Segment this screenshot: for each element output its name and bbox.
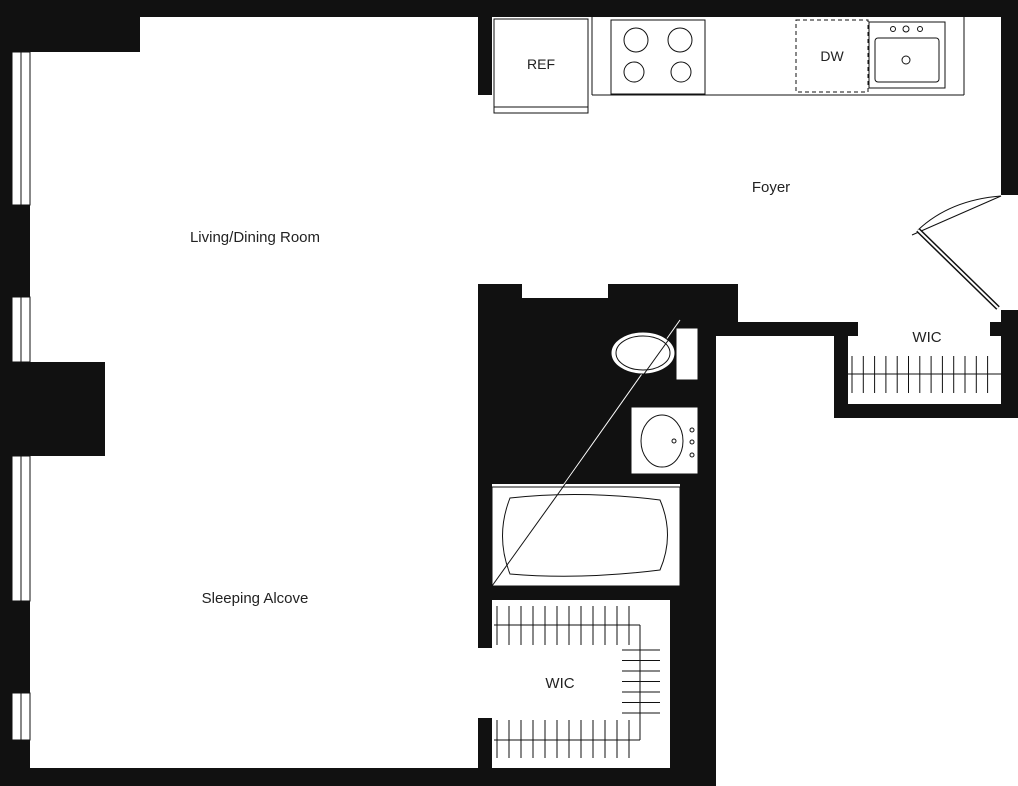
door-swing-arc	[917, 195, 1002, 231]
left-pier-1	[0, 205, 30, 297]
room-labels: Living/Dining Room Sleeping Alcove Foyer…	[190, 48, 942, 692]
burner-icon	[667, 27, 693, 53]
bath-inner-wall-1	[680, 484, 698, 588]
room-label-foyer: Foyer	[752, 179, 790, 196]
bath-right-wall	[698, 284, 716, 786]
burner-icon	[670, 61, 692, 83]
left-pier-2	[0, 362, 105, 456]
bottom-wall	[12, 768, 716, 786]
bath-left-wall-lower	[478, 718, 492, 768]
kitchen-sink	[868, 21, 946, 89]
room-label-wic-hall: WIC	[912, 329, 941, 346]
closet-rod-ticks	[496, 606, 660, 758]
bath-sink-icon	[640, 414, 684, 468]
room-label-sleeping-alcove: Sleeping Alcove	[202, 590, 309, 607]
wic-right-wall	[670, 600, 698, 768]
bath-left-wall	[478, 284, 492, 648]
room-label-living-dining: Living/Dining Room	[190, 229, 320, 246]
bath-top-wall-a	[478, 284, 522, 298]
appliance-label-dw: DW	[820, 48, 844, 64]
kitchen	[493, 17, 965, 114]
dishwasher	[795, 19, 869, 93]
right-wall-lower	[1001, 310, 1018, 418]
wic-alcove-shelving	[494, 606, 660, 758]
appliance-label-ref: REF	[527, 56, 555, 72]
right-wall-upper	[1001, 17, 1018, 195]
wic-hall-left-wall	[834, 322, 848, 418]
kitchen-wall	[478, 17, 492, 95]
wic-hall-right-stub	[990, 322, 1018, 336]
top-left-column	[0, 0, 140, 52]
top-wall	[0, 0, 1018, 17]
hall-partition	[716, 322, 858, 336]
faucet-icon	[902, 25, 910, 33]
cooktop	[610, 19, 706, 95]
burner-icon	[623, 27, 649, 53]
wic-hall-shelving	[848, 356, 1001, 393]
bath-right-block	[698, 284, 738, 322]
closet-rod-ticks	[851, 356, 989, 393]
toilet-tank	[675, 327, 699, 381]
bath-inner-wall-2	[492, 586, 698, 600]
burner-icon	[623, 61, 645, 83]
wic-hall-bottom-wall	[834, 404, 1018, 418]
entry-door	[911, 195, 1002, 310]
bathtub-icon	[502, 493, 668, 577]
room-label-wic-alcove: WIC	[545, 675, 574, 692]
left-pier-3	[0, 601, 30, 693]
bathroom	[491, 319, 699, 587]
windows	[11, 51, 31, 741]
